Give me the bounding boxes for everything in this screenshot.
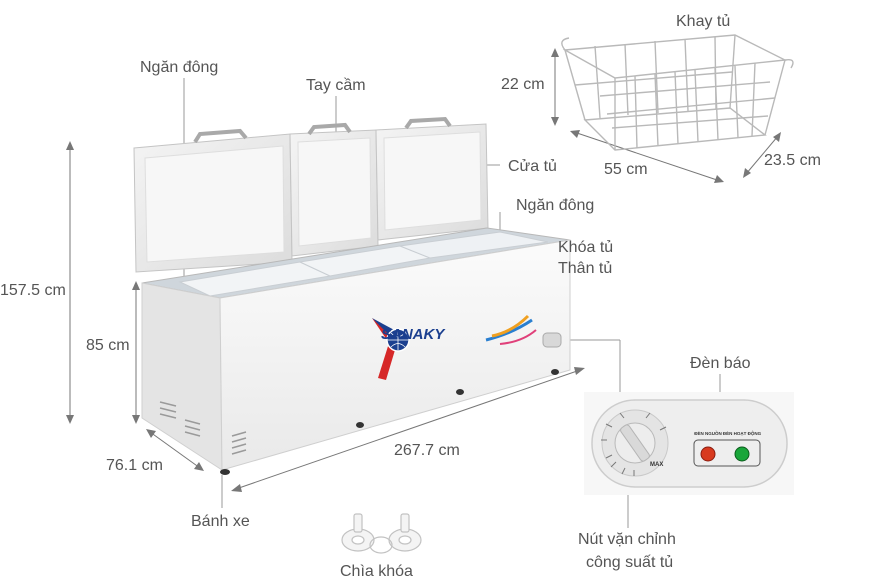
dimension-lines: [66, 48, 781, 492]
brand-logo-text: SANAKY: [381, 326, 446, 343]
knob-max-label: MAX: [650, 462, 663, 468]
label-wheels: Bánh xe: [191, 513, 250, 530]
label-freezer-compartment-right: Ngăn đông: [516, 197, 595, 214]
dimension-basket-width: 55 cm: [604, 161, 648, 178]
label-door: Cửa tủ: [508, 158, 557, 175]
keys-drawing: [341, 513, 422, 554]
label-handle: Tay cầm: [306, 77, 366, 94]
control-panel-inset: [584, 392, 794, 495]
dimension-basket-depth: 23.5 cm: [764, 152, 821, 169]
run-light-label: ĐÈN HOẠT ĐỘNG: [723, 429, 762, 436]
label-knob-line2: công suất tủ: [586, 554, 674, 571]
dimension-total-height: 157.5 cm: [0, 282, 66, 299]
dimension-depth: 76.1 cm: [106, 457, 163, 474]
label-indicator-lights: Đèn báo: [690, 355, 751, 372]
dimension-basket-height: 22 cm: [501, 76, 545, 93]
dimension-width: 267.7 cm: [394, 442, 460, 459]
dimension-body-height: 85 cm: [86, 337, 130, 354]
label-basket: Khay tủ: [676, 13, 731, 30]
label-knob-line1: Nút vặn chỉnh: [578, 531, 676, 548]
wire-basket-drawing: [561, 34, 794, 151]
power-light-label: ĐÈN NGUỒN: [694, 429, 722, 436]
freezer-drawing: [133, 116, 571, 475]
run-indicator-light: [734, 446, 750, 462]
label-keys: Chìa khóa: [340, 563, 413, 580]
label-lock: Khóa tủ: [558, 239, 614, 256]
label-body: Thân tủ: [558, 260, 613, 277]
label-freezer-compartment-top: Ngăn đông: [140, 59, 219, 76]
power-indicator-light: [700, 446, 716, 462]
